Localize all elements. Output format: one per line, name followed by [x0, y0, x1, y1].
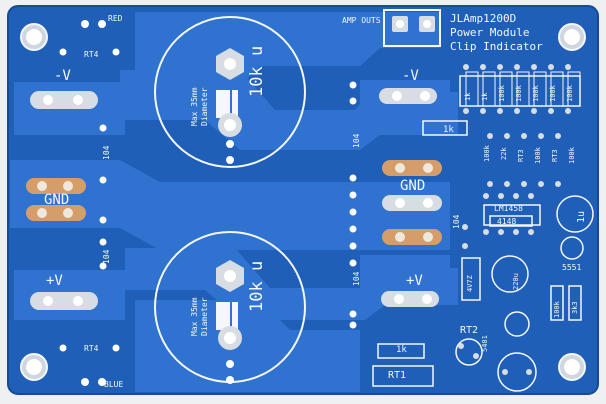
- res-100k-d: 100k: [553, 300, 561, 318]
- left-power-pads: [26, 91, 98, 310]
- cap-note-top-2: Diameter: [200, 87, 209, 126]
- rt3-b: RT3: [551, 149, 559, 162]
- right-side-pads: [458, 64, 571, 375]
- trace-neg: [120, 70, 458, 150]
- res-3k3: 3k3: [571, 301, 579, 314]
- right-power-pads: [379, 88, 442, 307]
- clip-indicator-section: [372, 120, 594, 392]
- trace-gnd: [10, 160, 450, 250]
- top-res-1: 1k: [464, 92, 472, 101]
- cap-220u-label: 220u: [512, 273, 520, 290]
- board-title-line-2: Power Module: [450, 26, 529, 39]
- rt3-a: RT3: [517, 149, 525, 162]
- res-1k-mid-label: 1k: [443, 125, 454, 135]
- diode-4148-label: 4148: [497, 217, 516, 226]
- top-res-5: 100k: [532, 84, 540, 102]
- trace-bottom: [135, 300, 360, 392]
- blue-label: BLUE: [104, 380, 123, 389]
- gnd-right-label: GND: [400, 178, 425, 194]
- gnd-left-label: GND: [44, 192, 69, 208]
- cap-1u-label: 1u: [576, 211, 587, 223]
- res-100k-c: 100k: [568, 146, 576, 164]
- res-22k: 22k: [500, 147, 508, 160]
- v4z-label: 4V7Z: [466, 275, 474, 292]
- board-title-line-3: Clip Indicator: [450, 40, 543, 53]
- top-res-6: 100k: [549, 84, 557, 102]
- rt2-label: RT2: [460, 325, 478, 336]
- cap-104-e-label: 104: [452, 214, 461, 229]
- cap-top-group: [154, 16, 306, 168]
- cap-bottom-group: [154, 231, 306, 384]
- amp-out-pads: [383, 9, 441, 47]
- board-edge: [7, 5, 599, 395]
- cap-value-top: 10k u: [247, 46, 267, 97]
- cap-104-a-label: 104: [102, 145, 111, 160]
- cap-note-bottom-2: Diameter: [200, 297, 209, 336]
- red-label: RED: [108, 14, 123, 23]
- res-100k-a: 100k: [483, 144, 491, 162]
- res-1k-bottom-label: 1k: [396, 345, 407, 355]
- mounting-holes: [20, 23, 586, 381]
- cap-104-d-label: 104: [352, 271, 361, 286]
- amp-outs-label: AMP OUTS: [342, 16, 381, 25]
- chip-5551-label: 5551: [562, 263, 581, 272]
- cap-104-c-label: 104: [352, 133, 361, 148]
- v5-label: 5401: [481, 335, 489, 352]
- pos-v-left-label: +V: [46, 273, 63, 289]
- cap-note-top: Max 35mm: [190, 87, 199, 126]
- rotated-silkscreen: Max 35mm Diameter 10k u Max 35mm Diamete…: [102, 46, 587, 352]
- cap-value-bottom: 10k u: [247, 261, 267, 312]
- neg-v-right-label: -V: [402, 68, 419, 84]
- top-res-3: 100k: [498, 84, 506, 102]
- top-res-4: 100k: [515, 84, 523, 102]
- top-res-7: 100k: [566, 84, 574, 102]
- rt4-top-label: RT4: [84, 50, 99, 59]
- silkscreen-labels: JLAmp1200D Power Module Clip Indicator A…: [44, 12, 581, 389]
- top-res-2: 1k: [481, 92, 489, 101]
- cap-note-bottom: Max 35mm: [190, 297, 199, 336]
- board-title-line-1: JLAmp1200D: [450, 12, 516, 25]
- rt4-bottom-label: RT4: [84, 344, 99, 353]
- cap-104-b-label: 104: [102, 249, 111, 264]
- lm1458-label: LM1458: [494, 204, 523, 213]
- neg-v-left-label: -V: [54, 68, 71, 84]
- res-100k-b: 100k: [534, 146, 542, 164]
- resistor-column: [459, 71, 581, 107]
- pos-v-right-label: +V: [406, 273, 423, 289]
- rt1-label: RT1: [388, 370, 406, 381]
- small-vias: [59, 20, 357, 386]
